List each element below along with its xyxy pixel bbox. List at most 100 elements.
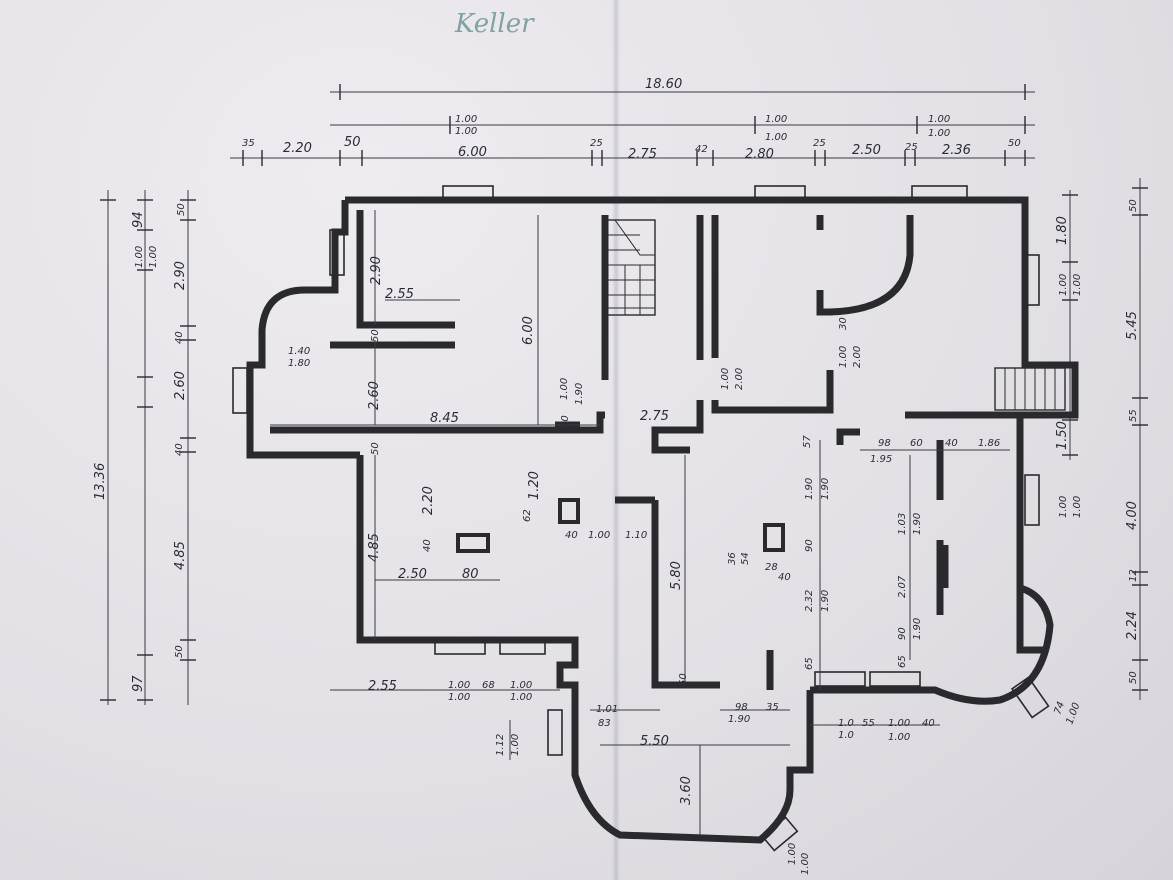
top-dimensions: 18.60 1.00 1.00 1.00 1.00 1.00 1.00 35 2… xyxy=(230,77,1035,166)
dim-window-3a: 1.00 xyxy=(928,114,950,125)
dim-left-b: 1.00 xyxy=(134,246,145,268)
outer-walls xyxy=(246,196,1079,844)
lbl-r31: 2.50 xyxy=(398,567,427,582)
dim-top-f: 2.75 xyxy=(628,147,657,162)
lbl-r34: 1.00 xyxy=(588,530,610,541)
dim-top-g: 42 xyxy=(695,144,708,155)
lbl-r44: 1.03 xyxy=(897,513,908,535)
lbl-b24: 1.00 xyxy=(1064,701,1082,726)
lbl-b3: 68 xyxy=(482,680,495,691)
lbl-r41: 40 xyxy=(778,572,791,583)
dim-right-a: 50 xyxy=(1128,199,1139,212)
windows xyxy=(232,185,1050,852)
lbl-r15: 2.00 xyxy=(852,346,863,368)
lbl-b11: 1.90 xyxy=(728,714,750,725)
lbl-r21: 40 xyxy=(945,438,958,449)
lbl-b9: 83 xyxy=(598,718,611,729)
lbl-r42: 2.32 xyxy=(804,590,815,612)
dim-left-a: 94 xyxy=(131,211,146,228)
lbl-r28: 62 xyxy=(522,509,533,522)
dim-right-f: 55 xyxy=(1128,409,1139,422)
dim-overall-height: 13.36 xyxy=(93,463,108,500)
lbl-r35: 1.10 xyxy=(625,530,647,541)
dim-top-j: 2.50 xyxy=(852,143,881,158)
lbl-b17: 55 xyxy=(862,718,875,729)
dim-left-d: 2.90 xyxy=(173,261,188,290)
lbl-r38: 54 xyxy=(740,552,751,565)
lbl-b7: 1.00 xyxy=(510,734,521,756)
lbl-b19: 1.00 xyxy=(888,732,910,743)
dim-top-k: 25 xyxy=(905,142,918,153)
lbl-r40: 28 xyxy=(765,562,778,573)
lbl-r36: 5.80 xyxy=(669,561,684,590)
lbl-r43: 1.90 xyxy=(820,590,831,612)
lbl-r18: 98 xyxy=(878,438,891,449)
lbl-r37: 36 xyxy=(727,552,738,565)
lbl-r47: 65 xyxy=(804,657,815,670)
dim-right-c: 1.00 xyxy=(1058,274,1069,296)
lbl-b5: 1.00 xyxy=(510,692,532,703)
lbl-b16: 1.0 xyxy=(838,730,854,741)
dim-right-k: 12 xyxy=(1128,569,1139,582)
dim-window-1a: 1.00 xyxy=(455,114,477,125)
lbl-b12: 35 xyxy=(766,702,779,713)
lbl-r27: 1.20 xyxy=(527,471,542,500)
lbl-b1: 1.00 xyxy=(448,680,470,691)
lbl-r10: 60 xyxy=(560,415,571,428)
lbl-r50: 65 xyxy=(897,655,908,668)
dim-top-b: 2.20 xyxy=(283,141,312,156)
dim-left-c: 1.00 xyxy=(148,246,159,268)
dim-left-i: 50 xyxy=(174,645,185,658)
dim-left-j: 97 xyxy=(131,675,146,692)
dim-right-i: 1.00 xyxy=(1072,496,1083,518)
lbl-r7: 8.45 xyxy=(430,411,459,426)
lbl-b0: 2.55 xyxy=(368,679,397,694)
lbl-r20: 60 xyxy=(910,438,923,449)
lbl-r33: 40 xyxy=(565,530,578,541)
dim-right-m: 50 xyxy=(1128,671,1139,684)
lbl-b21: 1.00 xyxy=(787,843,798,865)
lbl-r22: 1.86 xyxy=(978,438,1000,449)
lbl-r24: 1.90 xyxy=(820,478,831,500)
dim-top-m: 50 xyxy=(1008,138,1021,149)
lbl-r17: 57 xyxy=(802,435,813,448)
lbl-r5: 1.80 xyxy=(288,358,310,369)
dim-top-i: 25 xyxy=(813,138,826,149)
inner-walls xyxy=(270,210,1020,690)
lbl-r49: 1.90 xyxy=(912,618,923,640)
dim-window-3b: 1.00 xyxy=(928,128,950,139)
lbl-b4: 1.00 xyxy=(510,680,532,691)
dim-left-h: 4.85 xyxy=(173,541,188,570)
lbl-r32: 80 xyxy=(462,567,479,582)
dim-top-a: 35 xyxy=(242,138,255,149)
lbl-r0: 2.90 xyxy=(369,256,384,285)
lbl-r8: 1.00 xyxy=(559,378,570,400)
lbl-b13: 5.50 xyxy=(640,734,669,749)
lbl-r23: 1.90 xyxy=(804,478,815,500)
interior-dimension-lines xyxy=(270,210,1010,835)
dim-right-b: 1.80 xyxy=(1055,216,1070,245)
lbl-r16: 30 xyxy=(838,317,849,330)
dim-top-l: 2.36 xyxy=(942,143,971,158)
dim-right-d: 1.00 xyxy=(1072,274,1083,296)
dim-window-1b: 1.00 xyxy=(455,126,477,137)
dim-right-l: 2.24 xyxy=(1125,611,1140,640)
lbl-r11: 2.75 xyxy=(640,409,669,424)
dim-top-c: 50 xyxy=(344,135,361,150)
bottom-dimension-labels: 2.55 1.00 1.00 68 1.00 1.00 1.12 1.00 1.… xyxy=(368,679,1082,875)
dim-top-h: 2.80 xyxy=(745,147,774,162)
dim-top-d: 6.00 xyxy=(458,145,487,160)
dim-left-g: 40 xyxy=(174,443,185,456)
lbl-r14: 1.00 xyxy=(838,346,849,368)
lbl-r46: 2.07 xyxy=(897,575,908,598)
dim-right-j: 4.00 xyxy=(1125,501,1140,530)
dim-right-g: 1.50 xyxy=(1055,421,1070,450)
lbl-b15: 1.0 xyxy=(838,718,854,729)
dim-right-h: 1.00 xyxy=(1058,496,1069,518)
lbl-r29: 4.85 xyxy=(367,533,382,562)
lbl-b6: 1.12 xyxy=(495,734,506,756)
staircase-side xyxy=(994,367,1066,411)
room-labels: 2.90 2.55 6.00 50 1.40 1.80 2.60 8.45 1.… xyxy=(288,256,1000,686)
lbl-b8: 1.01 xyxy=(596,704,618,715)
